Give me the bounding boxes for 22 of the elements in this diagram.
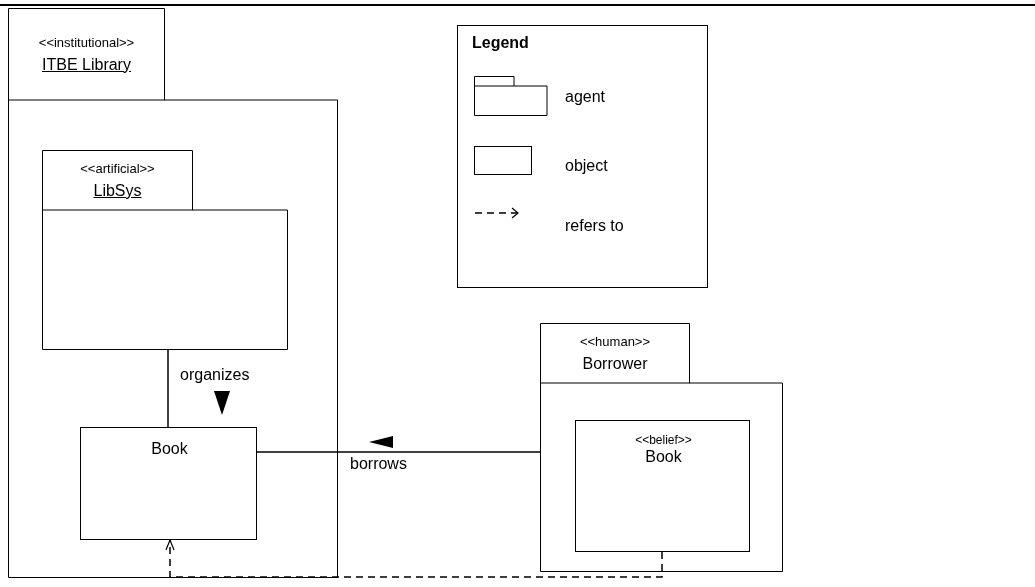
- legend-text: agent: [565, 88, 606, 106]
- node-name: Book: [645, 448, 682, 466]
- stereotype-label: <<human>>: [579, 333, 651, 349]
- legend-text: object: [565, 157, 608, 175]
- agent-shape: [540, 323, 783, 572]
- legend-text: refers to: [565, 217, 624, 235]
- node-name: Book: [151, 440, 188, 458]
- stereotype-label: <<institutional>>: [38, 34, 135, 50]
- stereotype-label: <<artificial>>: [80, 160, 155, 176]
- node-name: LibSys: [93, 181, 142, 200]
- legend-title: Legend: [472, 34, 529, 52]
- dashed-arrow: [165, 539, 663, 578]
- agent-shape: [8, 8, 338, 578]
- object-box: [575, 420, 750, 552]
- object-box: [80, 427, 257, 540]
- connector-line: [167, 349, 169, 428]
- agent-shape: [42, 150, 288, 350]
- connector-line: [256, 451, 541, 453]
- stereotype-label: <<belief>>: [635, 433, 692, 448]
- node-name: Borrower: [582, 354, 648, 373]
- edge-label: organizes: [178, 366, 252, 384]
- node-name: ITBE Library: [42, 55, 131, 74]
